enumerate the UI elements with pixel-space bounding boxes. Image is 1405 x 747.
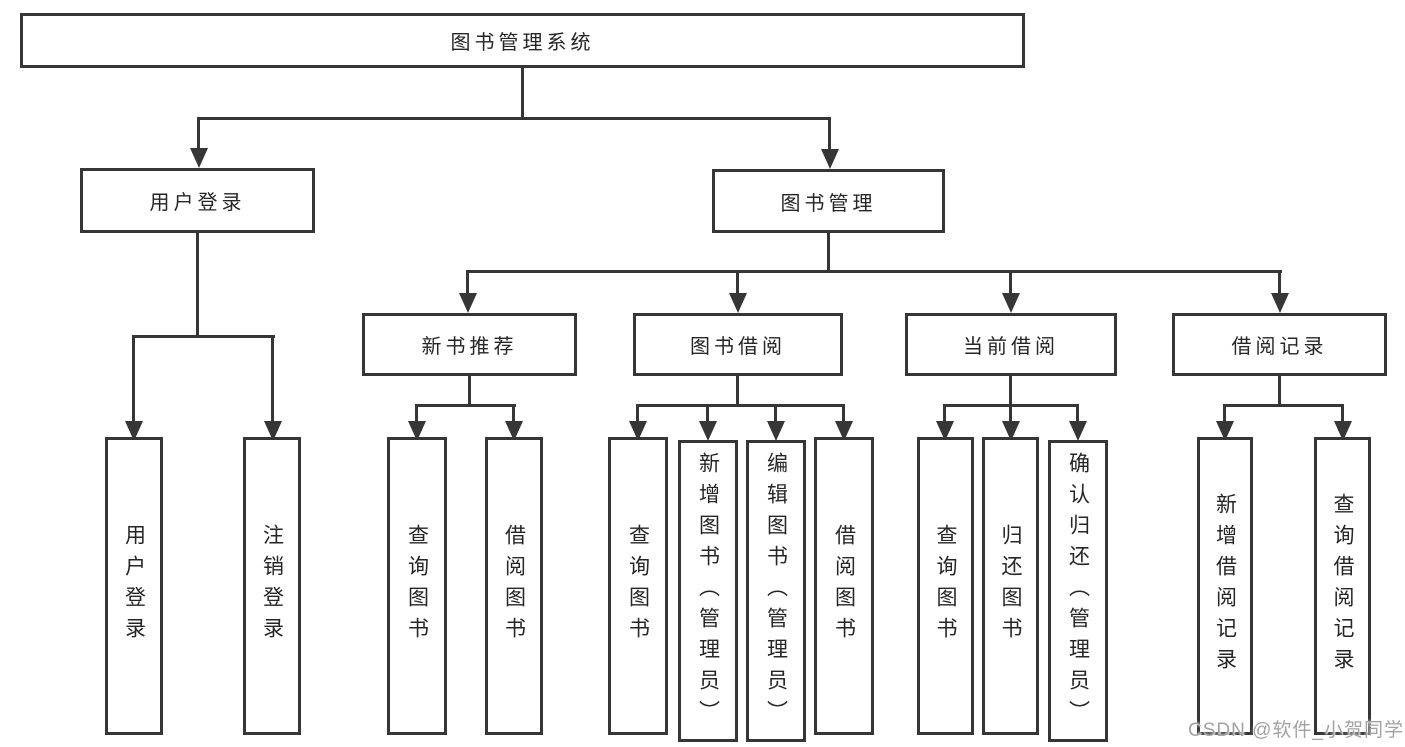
- edge-line: [1223, 404, 1344, 407]
- edge-line: [466, 270, 469, 300]
- node-book-management: 图书管理: [712, 169, 945, 233]
- node-label: 借阅记录: [1231, 336, 1328, 358]
- edge-line: [1009, 376, 1012, 406]
- edge-line: [1278, 376, 1281, 406]
- node-current-borrow: 当前借阅: [905, 313, 1117, 376]
- node-label: 用户登录: [122, 524, 146, 648]
- edge-line: [196, 233, 199, 337]
- arrow-down-icon: [190, 148, 208, 168]
- edge-line: [512, 404, 515, 428]
- node-leaf-query-borrow-record: 查询借阅记录: [1314, 437, 1371, 735]
- node-label: 借阅图书: [832, 524, 856, 648]
- edge-line: [197, 117, 831, 120]
- node-leaf-confirm-return-admin: 确认归还（管理员）: [1048, 440, 1108, 742]
- arrow-down-icon: [1271, 293, 1289, 313]
- arrow-down-icon: [821, 149, 839, 169]
- node-label: 查询借阅记录: [1331, 493, 1354, 679]
- node-leaf-logout: 注销登录: [243, 437, 301, 735]
- node-label: 确认归还（管理员）: [1066, 451, 1090, 731]
- node-leaf-edit-books-admin: 编辑图书（管理员）: [746, 440, 806, 742]
- edge-line: [943, 404, 1079, 407]
- edge-line: [271, 335, 274, 423]
- node-leaf-user-login: 用户登录: [105, 437, 163, 735]
- arrow-down-icon: [459, 293, 477, 313]
- edge-line: [466, 270, 1282, 273]
- node-label: 用户登录: [149, 192, 246, 214]
- node-root: 图书管理系统: [20, 13, 1025, 68]
- edge-line: [1009, 270, 1012, 300]
- node-label: 查询图书: [626, 524, 650, 648]
- edge-line: [736, 270, 739, 300]
- node-leaf-return-books: 归还图书: [982, 437, 1039, 735]
- edge-line: [774, 404, 777, 428]
- edge-line: [132, 335, 135, 423]
- csdn-watermark: CSDN @软件_小贺同学: [1188, 720, 1404, 741]
- edge-line: [827, 233, 830, 272]
- edge-line: [636, 404, 639, 428]
- edge-line: [415, 404, 516, 407]
- edge-line: [636, 404, 843, 407]
- node-new-book-recommend: 新书推荐: [362, 313, 577, 376]
- node-label: 借阅图书: [502, 524, 526, 648]
- edge-line: [1278, 270, 1281, 300]
- edge-line: [1341, 404, 1344, 428]
- node-leaf-add-books-admin: 新增图书（管理员）: [678, 440, 738, 742]
- node-leaf-borrow-books-recommend: 借阅图书: [485, 437, 543, 735]
- edge-line: [1223, 404, 1226, 428]
- edge-line: [415, 404, 418, 428]
- node-leaf-query-books-borrow: 查询图书: [608, 437, 668, 735]
- node-label: 新增图书（管理员）: [696, 451, 720, 731]
- edge-line: [132, 335, 275, 338]
- node-label: 查询图书: [405, 524, 429, 648]
- arrow-down-icon: [1002, 293, 1020, 313]
- node-label: 归还图书: [999, 524, 1022, 648]
- edge-line: [943, 404, 946, 428]
- node-label: 图书管理系统: [450, 32, 595, 54]
- node-label: 新书推荐: [421, 336, 518, 358]
- edge-line: [197, 117, 200, 153]
- node-book-borrow: 图书借阅: [633, 313, 843, 376]
- node-label: 查询图书: [934, 524, 957, 648]
- edge-line: [468, 376, 471, 406]
- node-leaf-query-books-recommend: 查询图书: [387, 437, 447, 735]
- edge-line: [842, 404, 845, 428]
- arrow-down-icon: [767, 421, 785, 441]
- arrow-down-icon: [729, 293, 747, 313]
- edge-line: [1009, 404, 1012, 428]
- node-label: 图书管理: [780, 192, 877, 215]
- node-label: 新增借阅记录: [1213, 493, 1237, 679]
- edge-line: [828, 117, 831, 153]
- edge-line: [1076, 404, 1079, 428]
- node-label: 图书借阅: [690, 336, 786, 358]
- edge-line: [521, 68, 524, 120]
- node-leaf-borrow-books: 借阅图书: [814, 437, 874, 735]
- node-user-login: 用户登录: [80, 168, 315, 233]
- node-leaf-add-borrow-record: 新增借阅记录: [1197, 437, 1253, 735]
- edge-line: [706, 404, 709, 428]
- node-label: 编辑图书（管理员）: [764, 451, 788, 731]
- node-label: 当前借阅: [963, 336, 1059, 358]
- node-leaf-query-books-current: 查询图书: [917, 437, 974, 735]
- node-borrow-records: 借阅记录: [1172, 313, 1387, 376]
- node-label: 注销登录: [260, 524, 284, 648]
- arrow-down-icon: [1069, 421, 1087, 441]
- edge-line: [736, 376, 739, 406]
- arrow-down-icon: [699, 421, 717, 441]
